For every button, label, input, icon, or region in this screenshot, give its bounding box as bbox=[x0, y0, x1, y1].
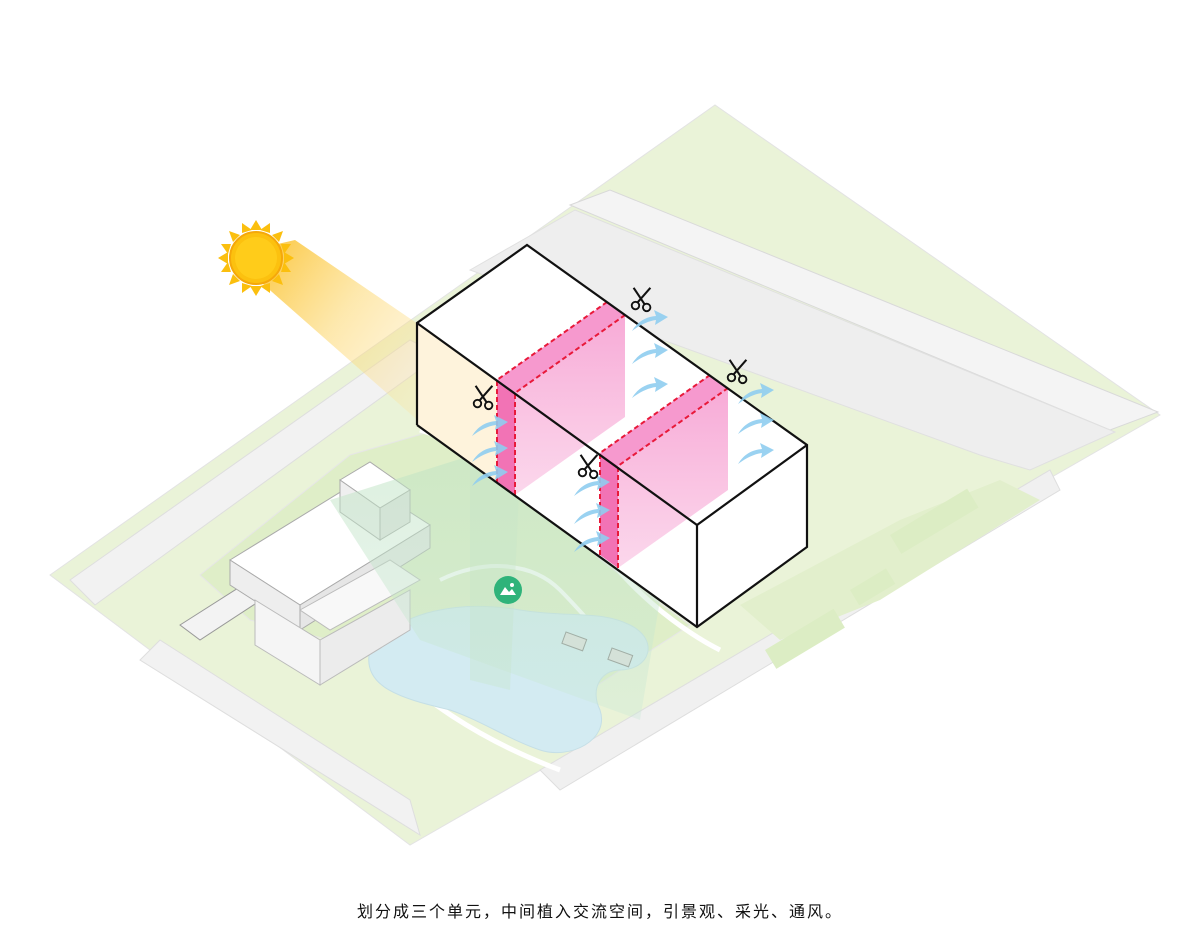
main-building bbox=[415, 243, 809, 629]
lawn-patch-3 bbox=[765, 608, 845, 669]
cut-slot-1 bbox=[496, 301, 626, 495]
road-edge bbox=[468, 209, 1117, 471]
main-road bbox=[568, 189, 1160, 431]
building-side-face bbox=[697, 445, 807, 627]
lawn-right bbox=[740, 480, 1040, 640]
lawn-patch-1 bbox=[890, 488, 979, 554]
lawn-patch-2 bbox=[850, 568, 896, 606]
diagram-caption: 划分成三个单元，中间植入交流空间，引景观、采光、通风。 bbox=[356, 902, 843, 921]
landscape-view-icon bbox=[494, 576, 522, 604]
sun-icon bbox=[218, 220, 294, 296]
bottom-road bbox=[139, 639, 421, 837]
